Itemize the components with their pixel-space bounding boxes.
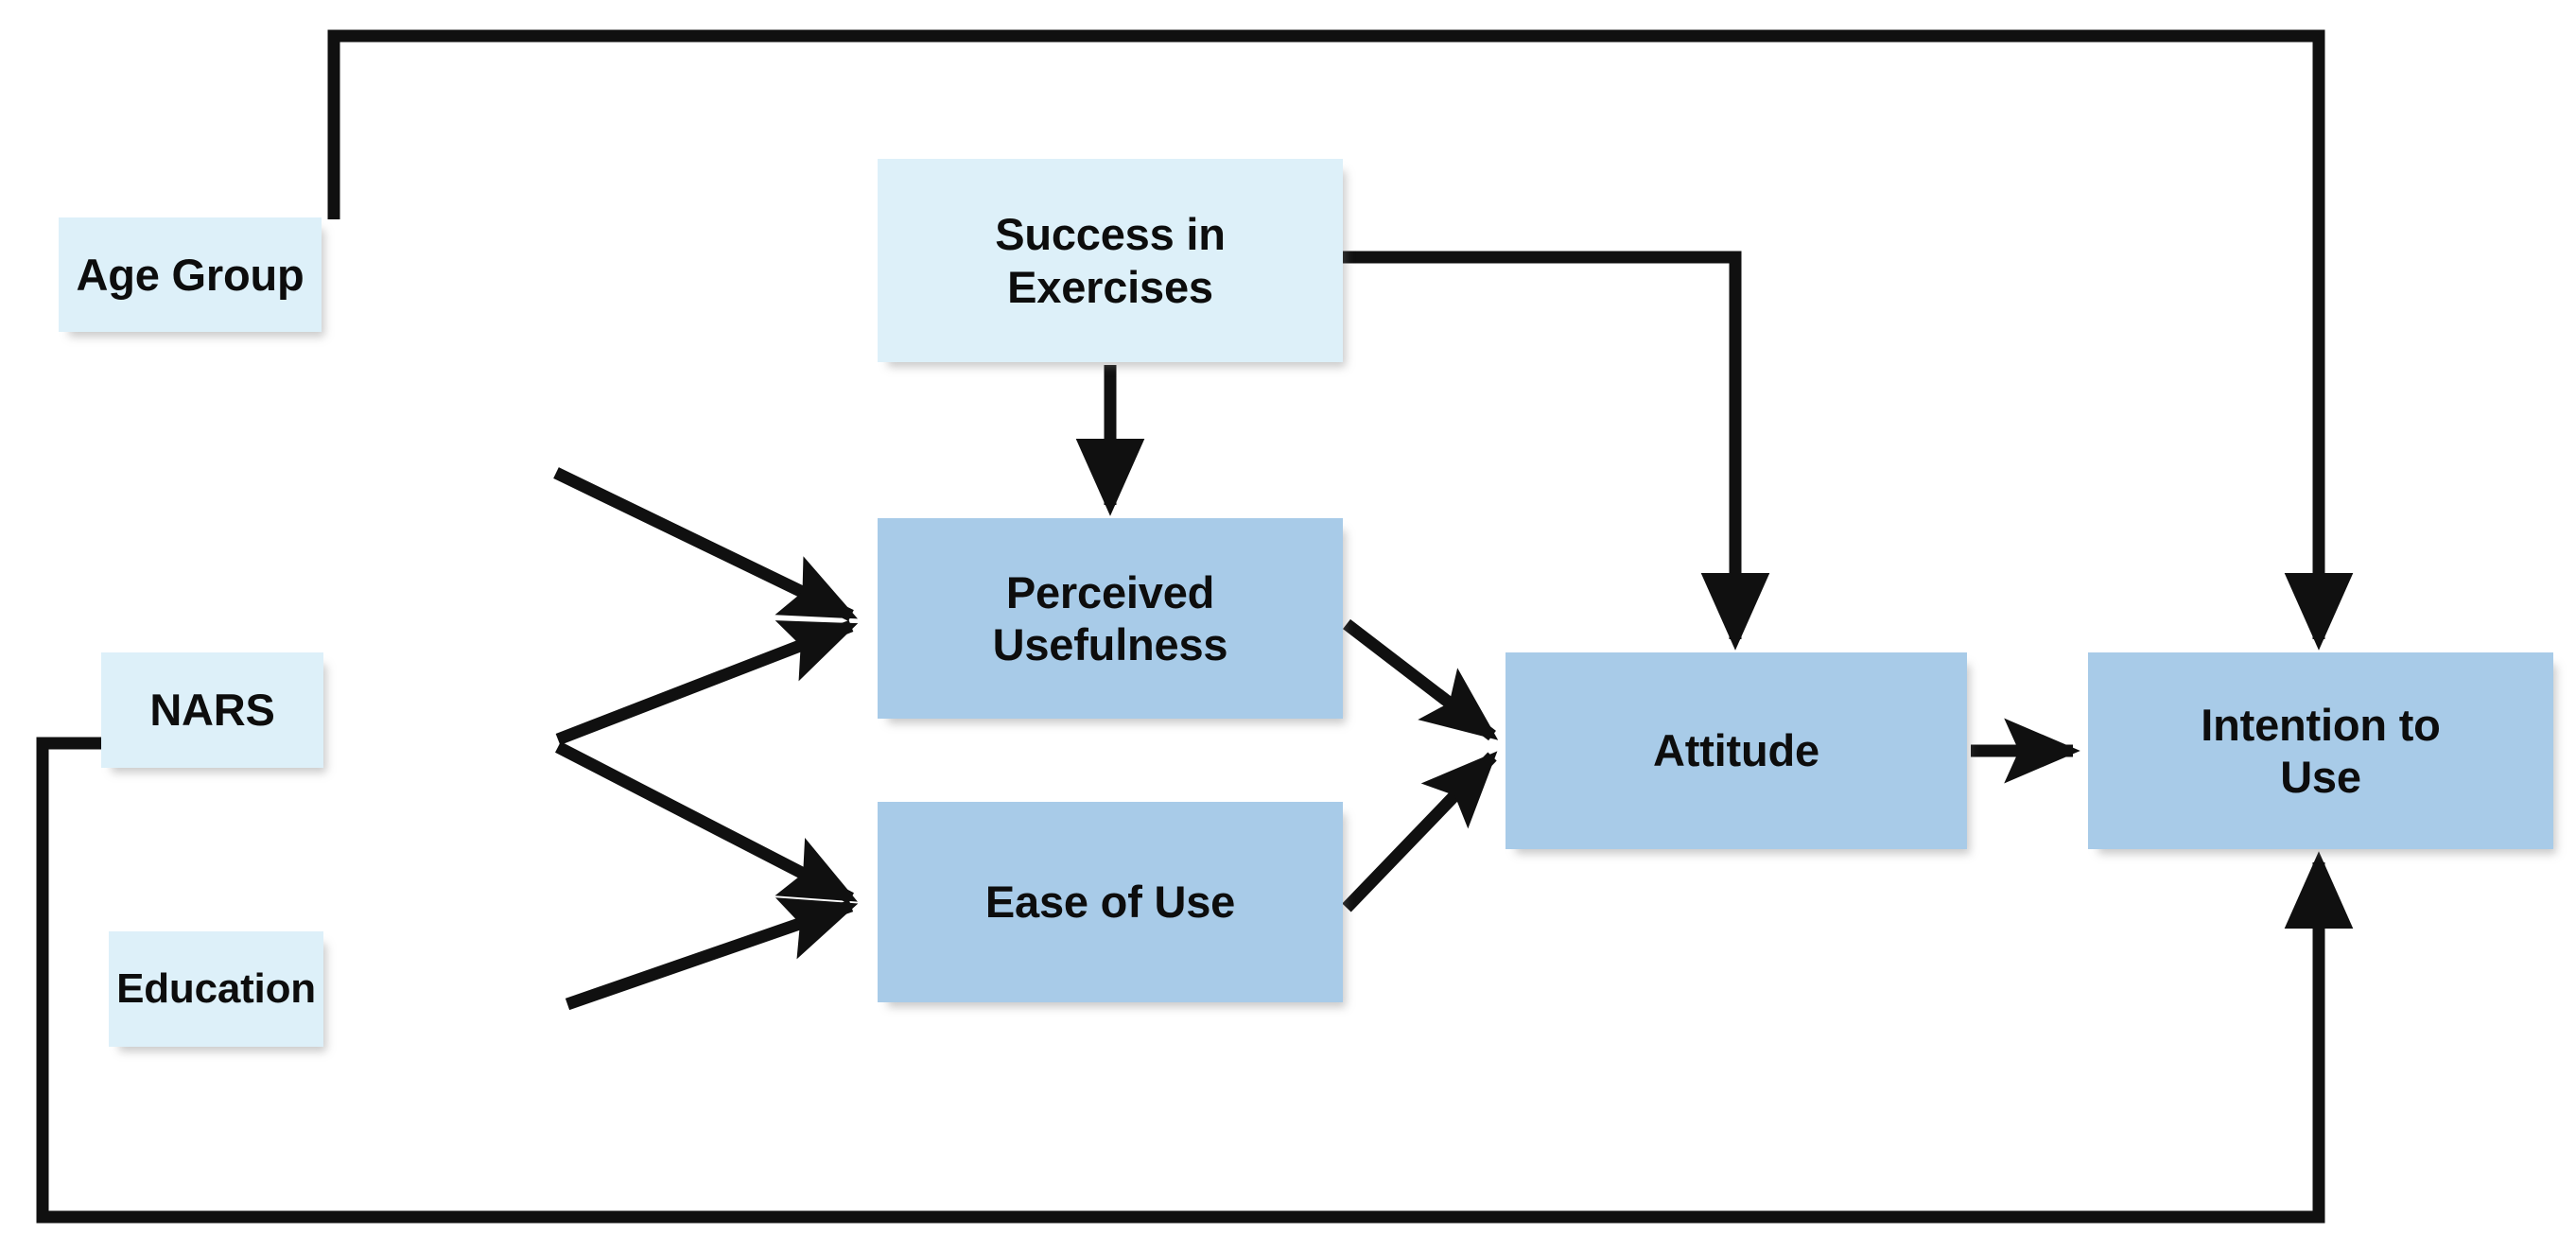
edge-nars-to-perceived-usefulness	[555, 619, 859, 746]
node-perceived-usefulness-line-2: Usefulness	[992, 619, 1228, 669]
node-age-group-label: Age Group	[76, 249, 305, 300]
node-perceived-usefulness-line-1: Perceived	[1005, 566, 1215, 617]
node-education[interactable]: Education	[109, 931, 323, 1047]
node-education-label: Education	[116, 965, 316, 1013]
edge-age-group-to-intention-to-use	[327, 29, 2354, 651]
node-ease-of-use-label: Ease of Use	[984, 877, 1236, 928]
node-success-in-exercises-line-2: Exercises	[1007, 261, 1213, 312]
node-perceived-usefulness-label: Perceived Usefulness	[878, 566, 1343, 671]
edge-nars-to-ease-of-use	[555, 741, 858, 904]
node-ease-of-use[interactable]: Ease of Use	[878, 802, 1343, 1002]
node-nars-label: NARS	[149, 685, 275, 736]
edge-age-group-to-perceived-usefulness	[553, 467, 859, 621]
edge-success-in-exercises-to-attitude	[1343, 251, 1770, 651]
node-intention-to-use-label: Intention to Use	[2088, 699, 2553, 804]
edge-education-to-ease-of-use	[565, 897, 859, 1011]
node-intention-to-use[interactable]: Intention to Use	[2088, 652, 2553, 849]
edge-nars-to-intention-to-use	[36, 737, 2354, 1224]
node-age-group[interactable]: Age Group	[59, 217, 322, 332]
node-perceived-usefulness[interactable]: Perceived Usefulness	[878, 518, 1343, 719]
edge-ease-of-use-to-attitude	[1342, 751, 1498, 912]
node-success-in-exercises-line-1: Success in	[995, 209, 1226, 260]
node-attitude-label: Attitude	[1653, 725, 1819, 776]
node-nars[interactable]: NARS	[101, 652, 323, 768]
node-success-in-exercises-label: Success in Exercises	[878, 208, 1343, 313]
node-attitude[interactable]: Attitude	[1506, 652, 1967, 849]
node-intention-to-use-line-1: Intention to	[2201, 699, 2441, 750]
node-success-in-exercises[interactable]: Success in Exercises	[878, 159, 1343, 362]
edge-perceived-usefulness-to-attitude	[1343, 618, 1499, 741]
node-intention-to-use-line-2: Use	[2280, 752, 2361, 802]
